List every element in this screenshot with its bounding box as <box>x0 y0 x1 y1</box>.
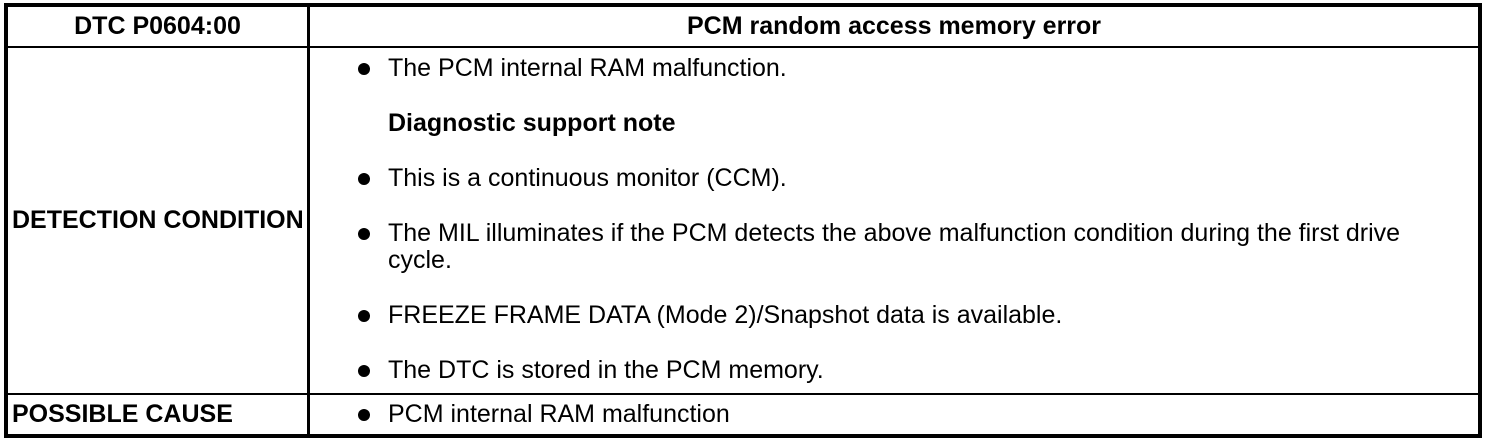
list-item-text: The PCM internal RAM malfunction. <box>388 54 787 82</box>
bullet-list-item: The DTC is stored in the PCM memory. <box>358 357 1458 384</box>
bullet-icon <box>358 310 370 322</box>
bullet-icon <box>358 173 370 185</box>
list-item-text: FREEZE FRAME DATA (Mode 2)/Snapshot data… <box>388 301 1063 329</box>
bullet-list-item: This is a continuous monitor (CCM). <box>358 165 1458 192</box>
bullet-icon <box>358 409 370 421</box>
note-heading: Diagnostic support note <box>388 110 1458 137</box>
list-item-text: This is a continuous monitor (CCM). <box>388 164 787 192</box>
list-item-text: The MIL illuminates if the PCM detects t… <box>388 219 1401 274</box>
list-item-text: Diagnostic support note <box>388 109 676 137</box>
bullet-icon <box>358 228 370 240</box>
possible-cause-content: PCM internal RAM malfunction <box>310 395 1478 434</box>
bullet-list-item: The PCM internal RAM malfunction. <box>358 55 1458 82</box>
list-item-text: PCM internal RAM malfunction <box>388 400 730 428</box>
dtc-table: DTC P0604:00 PCM random access memory er… <box>4 3 1482 438</box>
bullet-list-item: FREEZE FRAME DATA (Mode 2)/Snapshot data… <box>358 302 1458 329</box>
dtc-title-cell: PCM random access memory error <box>310 7 1478 48</box>
detection-condition-label: DETECTION CONDITION <box>8 48 310 395</box>
detection-condition-content: The PCM internal RAM malfunction. Diagnos… <box>310 48 1478 395</box>
bullet-icon <box>358 365 370 377</box>
possible-cause-label: POSSIBLE CAUSE <box>8 395 310 434</box>
list-item-text: The DTC is stored in the PCM memory. <box>388 356 824 384</box>
bullet-list-item: The MIL illuminates if the PCM detects t… <box>358 220 1458 274</box>
dtc-code-cell: DTC P0604:00 <box>8 7 310 48</box>
bullet-icon <box>358 63 370 75</box>
bullet-list-item: PCM internal RAM malfunction <box>358 401 1478 428</box>
